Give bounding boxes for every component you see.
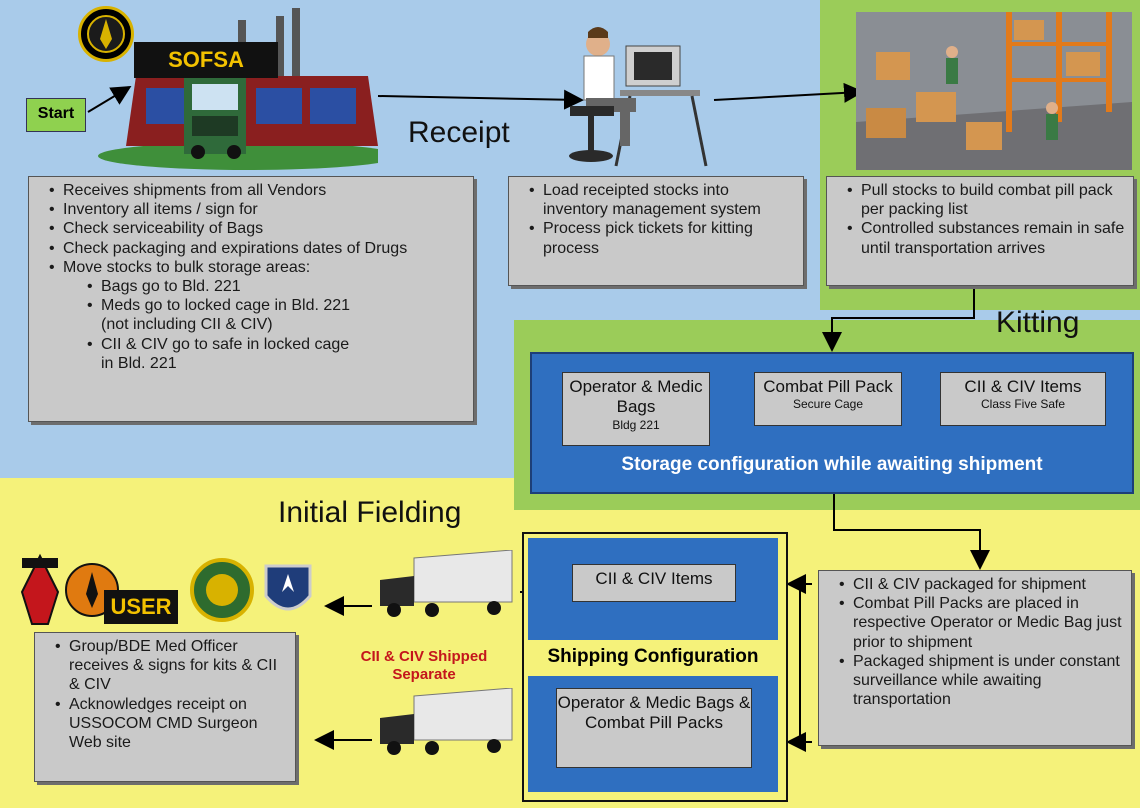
shipping-cell-title: Operator & Medic Bags & Combat Pill Pack… (557, 693, 751, 733)
kitting-heading: Kitting (996, 306, 1080, 339)
list-item: Packaged shipment is under constant surv… (839, 652, 1123, 710)
arrow-storage-to-packaging (833, 490, 990, 570)
list-item: Acknowledges receipt on USSOCOM CMD Surg… (55, 695, 287, 753)
storage-cell-subtitle: Bldg 221 (612, 417, 660, 432)
warehouse-boxes-icon (856, 12, 1132, 170)
air-force-shield-icon (264, 564, 312, 611)
user-emblems (18, 552, 318, 628)
storage-cell-subtitle: Class Five Safe (980, 397, 1066, 412)
truck-icon (380, 687, 513, 755)
arrow-computer-to-warehouse (713, 82, 864, 103)
user-label: USER (104, 590, 178, 624)
arrow-sofsa-to-computer (377, 89, 584, 110)
kitting-pull-box: Pull stocks to build combat pill pack pe… (826, 176, 1134, 286)
storage-cell-bags: Operator & Medic Bags Bldg 221 (562, 372, 710, 446)
shipping-bottom-section: Operator & Medic Bags & Combat Pill Pack… (528, 676, 778, 792)
computer-workstation-icon (569, 27, 708, 167)
sofsa-label: SOFSA (134, 42, 278, 78)
list-item: Controlled substances remain in safe unt… (847, 219, 1125, 257)
list-item: Group/BDE Med Officer receives & signs f… (55, 637, 287, 695)
truck-bottom (376, 687, 516, 758)
storage-cell-pill-pack: Combat Pill Pack Secure Cage (754, 372, 902, 426)
start-label: Start (26, 98, 86, 132)
user-receipt-box: Group/BDE Med Officer receives & signs f… (34, 632, 296, 782)
list-item: Check packaging and expirations dates of… (49, 239, 465, 258)
list-item: Load receipted stocks into inventory man… (529, 181, 795, 219)
truck-top (376, 549, 516, 620)
storage-cell-subtitle: Secure Cage (792, 397, 864, 412)
storage-configuration-panel: Operator & Medic Bags Bldg 221 Combat Pi… (530, 352, 1134, 494)
list-item: Move stocks to bulk storage areas: (49, 258, 465, 277)
shipping-cell-bags: Operator & Medic Bags & Combat Pill Pack… (556, 688, 752, 768)
truck-icon (380, 549, 513, 617)
arrow-packaging-bracket (799, 583, 812, 743)
list-item: Process pick tickets for kitting process (529, 219, 795, 257)
warehouse-shelves-illustration (856, 12, 1132, 170)
shipping-configuration-title: Shipping Configuration (547, 646, 759, 667)
storage-cell-title: Operator & Medic Bags (569, 377, 703, 417)
socom-emblem-icon (78, 6, 134, 62)
shipping-cell-cii-civ: CII & CIV Items (572, 564, 736, 602)
list-item: Inventory all items / sign for (49, 200, 465, 219)
storage-cell-title: Combat Pill Pack (763, 377, 893, 396)
list-item: Pull stocks to build combat pill pack pe… (847, 181, 1125, 219)
storage-cell-cii-civ: CII & CIV Items Class Five Safe (940, 372, 1106, 426)
shipping-cell-title: CII & CIV Items (595, 569, 713, 588)
list-subitem: Bags go to Bld. 221 (49, 277, 465, 296)
arrow-start-to-sofsa (87, 85, 132, 113)
list-item: Combat Pill Packs are placed in respecti… (839, 594, 1123, 652)
sofsa-building-illustration (78, 6, 398, 172)
arrow-warehouse-to-storage (822, 286, 975, 352)
shipping-configuration-panel: CII & CIV Items Shipping Configuration O… (522, 532, 788, 802)
storage-cell-title: CII & CIV Items (964, 377, 1082, 396)
list-subitem-continued: (not including CII & CIV) (101, 316, 273, 334)
list-item: Receives shipments from all Vendors (49, 181, 465, 200)
command-seal-icon (190, 558, 254, 622)
list-item: Check serviceability of Bags (49, 219, 465, 238)
operator-at-computer-illustration (560, 10, 710, 170)
receipt-inventory-box: Load receipted stocks into inventory man… (508, 176, 804, 286)
packaging-box: CII & CIV packaged for shipment Combat P… (818, 570, 1132, 746)
arrowhead-patch-icon (20, 553, 60, 625)
shipping-top-section: CII & CIV Items (528, 538, 778, 640)
receipt-heading: Receipt (408, 116, 510, 149)
list-item: CII & CIV packaged for shipment (839, 575, 1123, 594)
fielding-heading: Initial Fielding (278, 496, 462, 529)
storage-configuration-title: Storage configuration while awaiting shi… (621, 454, 1043, 475)
list-subitem: Meds go to locked cage in Bld. 221 (49, 296, 465, 315)
shipped-separate-label: CII & CIV Shipped Separate (360, 648, 488, 683)
warehouse-building-icon (98, 8, 398, 170)
list-subitem-continued: in Bld. 221 (101, 354, 177, 372)
receipt-vendor-box: Receives shipments from all Vendors Inve… (28, 176, 474, 422)
list-subitem: CII & CIV go to safe in locked cage (49, 335, 465, 354)
